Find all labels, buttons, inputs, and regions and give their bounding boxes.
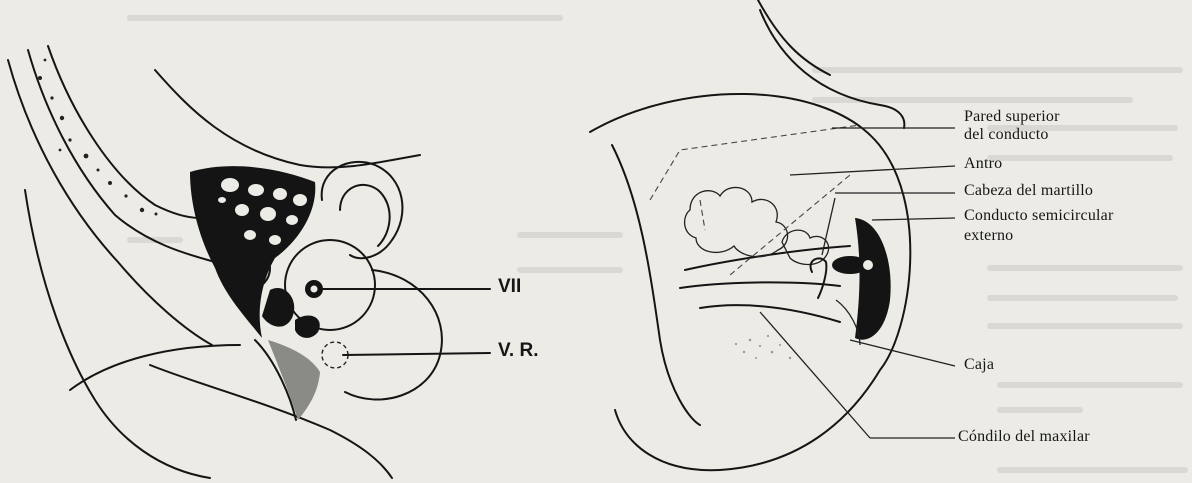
skull-outline <box>155 70 420 167</box>
semicircular-canal-upper <box>322 162 403 258</box>
label-cabeza-del-martillo: Cabeza del martillo <box>964 182 1093 200</box>
antrum-cells <box>685 187 788 256</box>
dark-canal-block <box>855 218 891 340</box>
label-pared-superior: Pared superior <box>964 108 1060 126</box>
label-condilo-del-maxilar: Cóndilo del maxilar <box>958 428 1090 446</box>
leader-condilo <box>760 312 870 438</box>
label-conducto-semicircular: Conducto semicircular <box>964 207 1114 225</box>
semicircular-canal-inner <box>340 185 390 246</box>
canal-lower <box>680 282 840 288</box>
ossicle-dark-2 <box>295 316 320 338</box>
label-antro: Antro <box>964 155 1002 173</box>
left-figure <box>8 46 490 478</box>
leader-antro <box>790 166 955 175</box>
outer-canal-band-a <box>28 50 215 262</box>
leader-conducto <box>872 218 955 220</box>
label-vii: VII <box>498 276 521 298</box>
leader-caja <box>850 340 955 366</box>
projection-1 <box>650 125 860 200</box>
labyrinth-circle <box>285 240 375 330</box>
projection-2 <box>730 175 850 275</box>
label-del-conducto: del conducto <box>964 126 1049 144</box>
lower-jaw-outline <box>25 190 210 478</box>
label-vr: V. R. <box>498 340 539 362</box>
projection-3 <box>700 200 705 230</box>
label-externo: externo <box>964 227 1013 245</box>
vr-leader <box>343 353 490 355</box>
label-caja: Caja <box>964 356 994 374</box>
base-curve <box>150 365 392 478</box>
canal-cap <box>832 256 868 274</box>
ossicle-dark <box>262 288 294 327</box>
outer-canal-band-b <box>48 46 200 218</box>
canal-floor <box>700 305 840 322</box>
pinna-outline <box>612 145 700 425</box>
outer-canal-wall <box>8 60 212 345</box>
